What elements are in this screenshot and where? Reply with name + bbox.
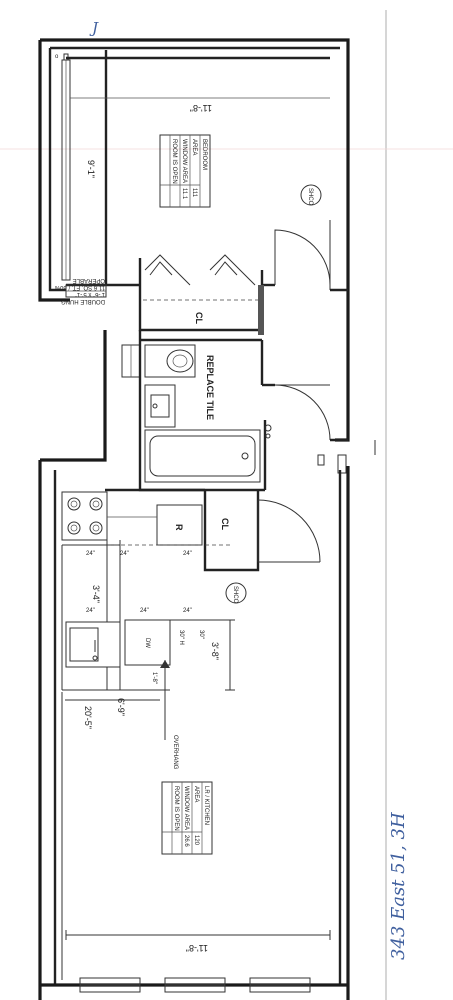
bedroom-length-dim: 9'-1" [86,160,96,178]
dishwasher-label: DW [144,638,150,648]
kitchen-sink [65,621,121,668]
svg-text:24": 24" [86,608,95,614]
svg-text:11.1: 11.1 [181,188,187,200]
panel-symbol [317,454,325,466]
overhang-label: OVERHANG [172,735,178,770]
svg-text:BEDROOM: BEDROOM [201,139,207,170]
kitchen-width-dim: 11'-8" [186,943,208,953]
dim-30: 30" [198,630,204,639]
closet-bifold-door-2 [209,254,256,286]
svg-text:o: o [55,54,59,60]
svg-text:120: 120 [193,835,199,846]
svg-text:24": 24" [140,608,149,614]
svg-text:ROOM IS OPEN: ROOM IS OPEN [173,786,179,831]
dim-1-8: 1'-8" [151,672,157,684]
bedroom-outer-wall [40,38,350,366]
closet-label-top: CL [194,312,204,324]
svg-text:24": 24" [86,551,95,557]
svg-text:24": 24" [120,551,129,557]
bath-door-swing [274,384,331,441]
dim-20-5: 20'-5" [83,706,93,729]
svg-text:26.6: 26.6 [183,835,189,847]
svg-text:11.6 SQ. FT. / 50%: 11.6 SQ. FT. / 50% [54,284,105,290]
svg-text:1'-6" x 5'-1": 1'-6" x 5'-1" [75,291,105,297]
closet-door-swing [257,499,321,563]
svg-text:AREA: AREA [191,139,197,155]
dim-6-9: 6'-9" [116,698,126,716]
handwritten-address: 343 East 51, 3H [388,812,409,960]
ceiling-tag-1: SHCO [307,188,313,206]
svg-text:AREA: AREA [193,786,199,802]
bedroom-left-wall [38,40,70,302]
ceiling-tag-2: SHCO [232,586,238,604]
dim-3-8: 3'-8" [210,642,220,660]
svg-text:LR / KITCHEN: LR / KITCHEN [203,786,209,825]
svg-text:ROOM IS OPEN: ROOM IS OPEN [171,139,177,184]
bath-left-wall [40,330,107,462]
bedroom-info-table: BEDROOM AREA 111 WINDOW AREA 11.1 ROOM I… [159,134,211,208]
closet-bifold-door-1 [144,254,191,286]
bath-sink [144,384,176,428]
dim-30-h: 30" H [178,630,184,645]
svg-text:WINDOW AREA: WINDOW AREA [181,139,187,183]
closet-jamb [258,285,264,335]
refrigerator-label: R [174,524,184,531]
bedroom-door-swing [274,229,331,286]
dishwasher [124,619,171,666]
dim-3-4: 3'-4" [91,585,101,603]
svg-text:24": 24" [183,608,192,614]
svg-text:24": 24" [183,551,192,557]
svg-text:WINDOW AREA: WINDOW AREA [183,786,189,830]
svg-text:OPERABLE: OPERABLE [73,277,105,283]
valve-symbol [264,424,272,432]
window-note: DOUBLE HUNG 1'-6" x 5'-1" 11.6 SQ. FT. /… [54,277,105,304]
closet-label-bottom: CL [220,518,230,530]
bedroom-width-dim: 11'-8" [190,103,212,113]
closet-bottom-walls [203,490,260,572]
svg-text:DOUBLE HUNG: DOUBLE HUNG [61,298,105,304]
replace-tile-label: REPLACE TILE [205,355,215,420]
svg-text:111: 111 [191,188,197,198]
kitchen-info-table: LR / KITCHEN AREA 120 WINDOW AREA 26.6 R… [161,781,213,855]
top-handwritten-mark: J [89,19,99,37]
bedroom-inner-left [48,48,66,292]
bathtub [144,429,261,483]
